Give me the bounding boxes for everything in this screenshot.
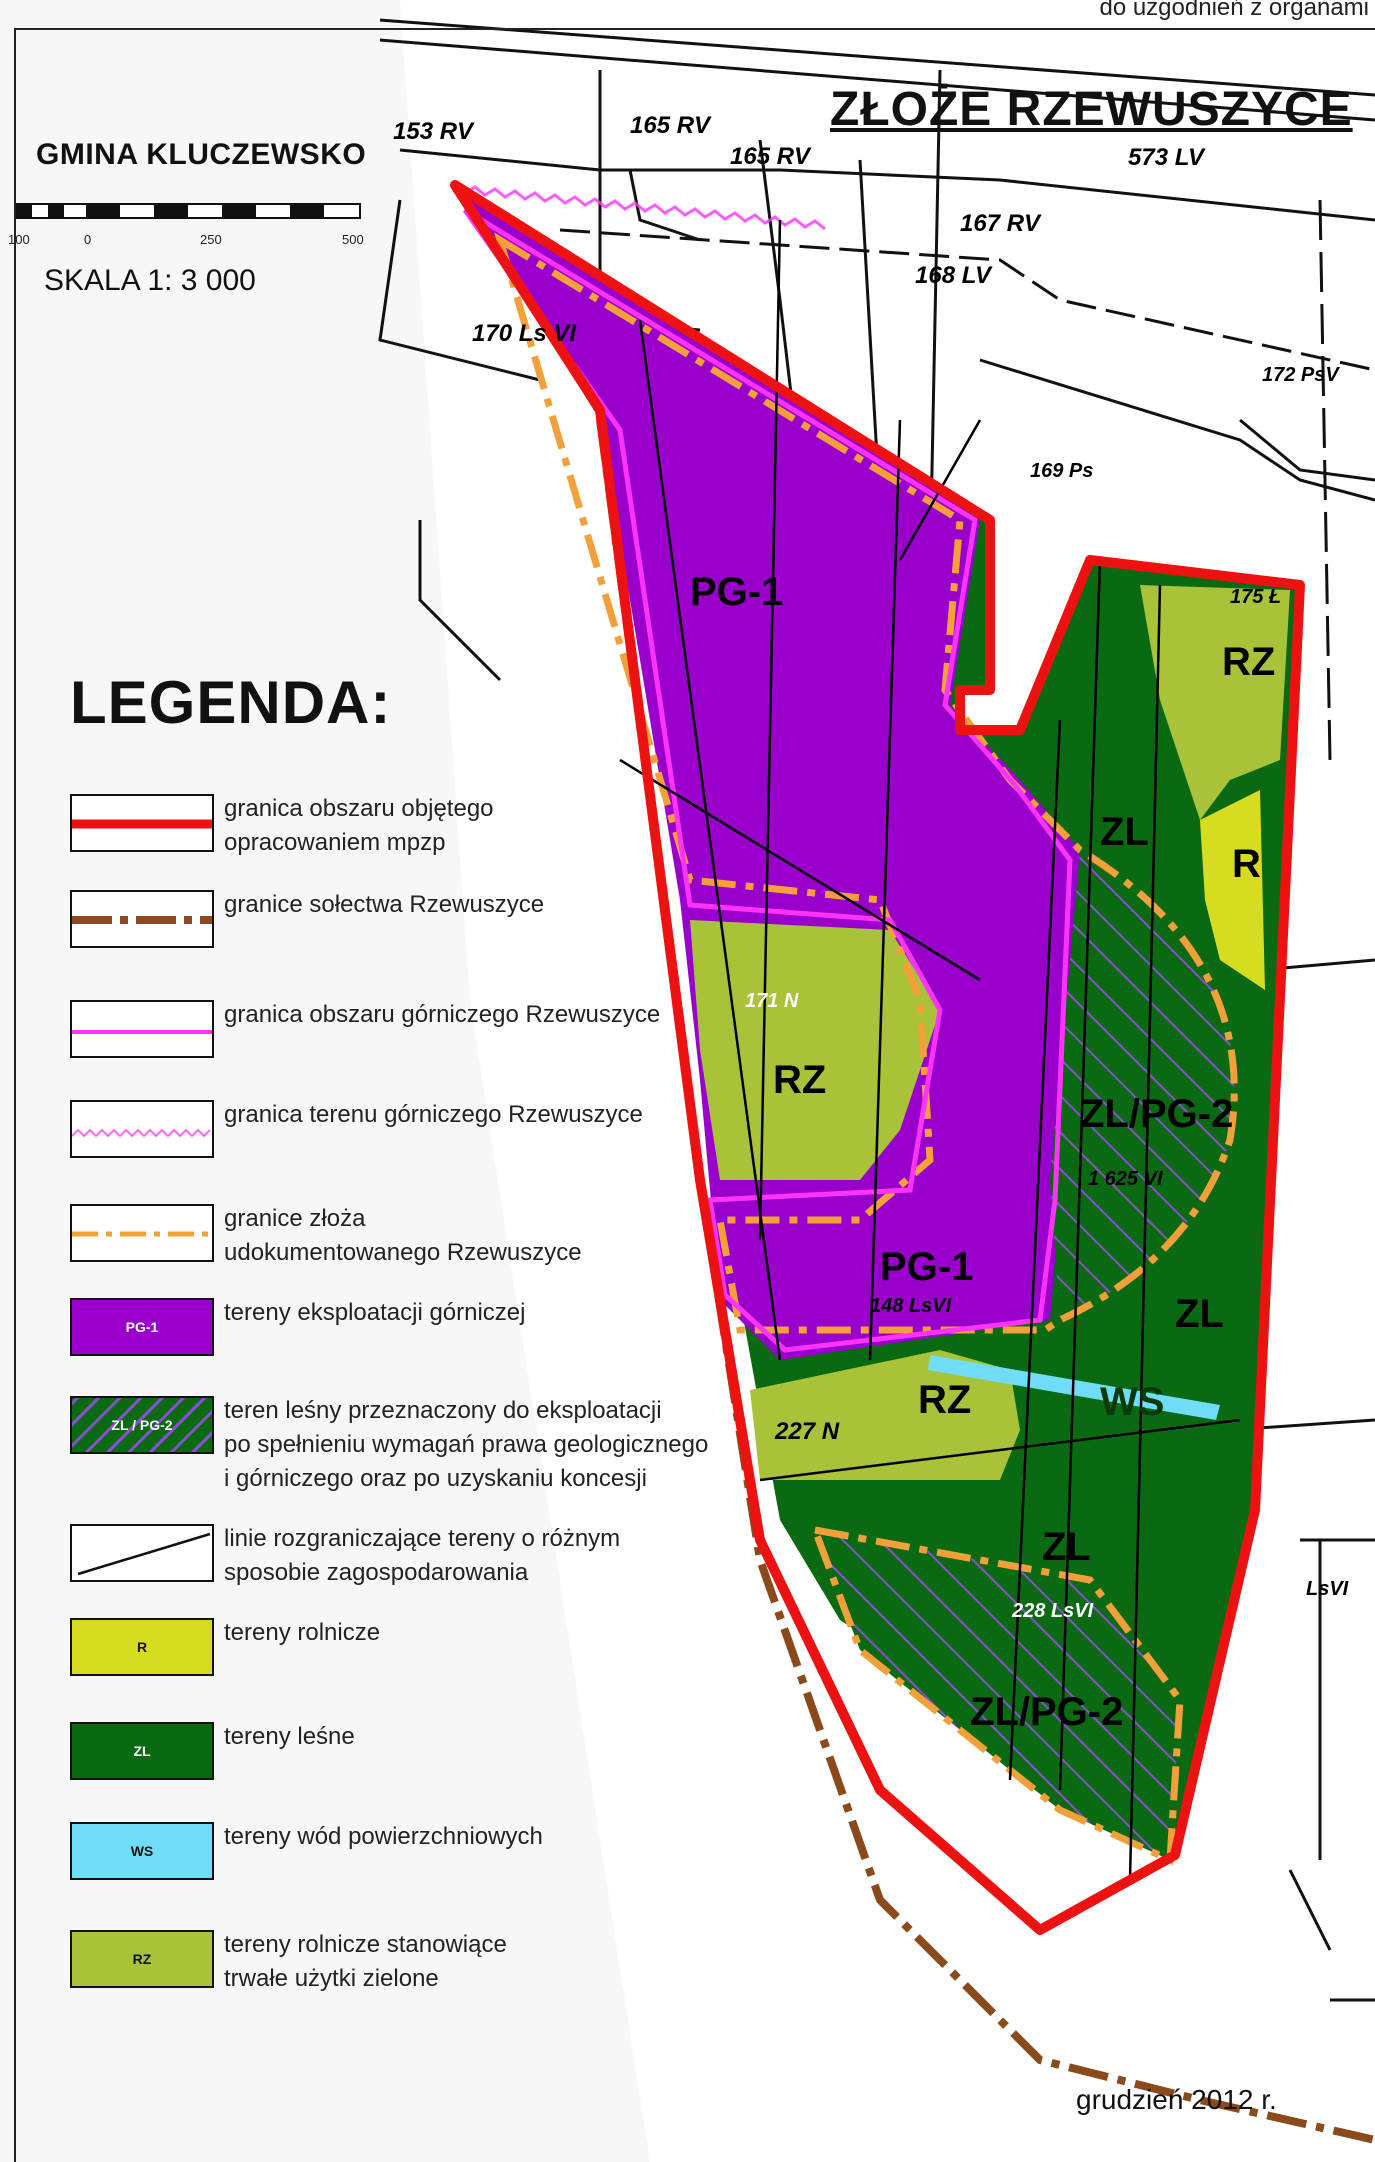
- label-zlpg2: ZL/PG-2: [970, 1690, 1124, 1734]
- legend-symbol: [70, 1100, 214, 1158]
- scale-bar: [15, 203, 361, 219]
- rz-east-area: [1140, 585, 1290, 820]
- legend-symbol: RZ: [70, 1930, 214, 1988]
- r-east-area: [1200, 790, 1265, 990]
- legend-text: tereny eksploatacji górniczej: [224, 1299, 526, 1326]
- legend-text: tereny wód powierzchniowych: [224, 1823, 543, 1850]
- mining-terrain-boundary: [454, 183, 826, 231]
- parcel-number: 168 LV: [915, 262, 992, 289]
- parcel-number: 228 LsVI: [1012, 1600, 1094, 1622]
- legend-symbol: [70, 890, 214, 948]
- legend-item-zlpg2: ZL / PG-2 teren leśny przeznaczony do ek…: [70, 1396, 730, 1492]
- parcel-number: 1 625 VI: [1088, 1168, 1163, 1190]
- label-rz-east: RZ: [1222, 640, 1276, 684]
- label-ws: WS: [1100, 1380, 1165, 1424]
- label-rz-south: RZ: [918, 1378, 972, 1422]
- label-zl: ZL: [1175, 1292, 1224, 1336]
- mining-area-boundary: [462, 207, 1073, 1353]
- parcel-number: 175 Ł: [1230, 586, 1282, 608]
- label-r-east: R: [1232, 842, 1261, 886]
- parcel-number: 165 RV: [630, 112, 711, 139]
- legend-symbol: R: [70, 1618, 214, 1676]
- parcel-number: LsVI: [1306, 1578, 1349, 1600]
- legend-item-mining-area: granica obszaru górniczego Rzewuszyce: [70, 1000, 730, 1090]
- label-zl: ZL: [1042, 1525, 1091, 1569]
- label-rz-center: RZ: [773, 1058, 827, 1102]
- legend-text: granica obszaru górniczego Rzewuszyce: [224, 1001, 661, 1028]
- legend-item-mining-terrain: granica terenu górniczego Rzewuszyce: [70, 1100, 730, 1190]
- legend-text: tereny rolnicze: [224, 1619, 381, 1646]
- legend-text: teren leśny przeznaczony do eksploatacji…: [224, 1397, 709, 1492]
- legend-symbol: WS: [70, 1822, 214, 1880]
- label-zlpg2: ZL/PG-2: [1080, 1092, 1234, 1136]
- parcel-number: 171 N: [745, 990, 799, 1012]
- legend-symbol: [70, 1204, 214, 1262]
- footer-date: grudzień 2012 r.: [1076, 2084, 1277, 2115]
- legend-symbol: [70, 1000, 214, 1058]
- legend-symbol: [70, 1524, 214, 1582]
- parcel-number: 167 RV: [960, 210, 1041, 237]
- map-frame: [14, 28, 1375, 2162]
- scale-tick-label: 0: [84, 232, 92, 247]
- zlpg2-south-area: [815, 1530, 1180, 1860]
- zlpg2-north-area: [1050, 850, 1235, 1320]
- legend-symbol: [70, 794, 214, 852]
- legend-title: LEGENDA:: [70, 669, 392, 736]
- deposit-title: ZŁOŻE RZEWUSZYCE: [830, 83, 1353, 136]
- parcel-number: 227 N: [775, 1418, 840, 1445]
- legend-item-ws: WS tereny wód powierzchniowych: [70, 1822, 730, 1912]
- legend-symbol: ZL: [70, 1722, 214, 1780]
- legend-item-pg1: PG-1 tereny eksploatacji górniczej: [70, 1298, 730, 1388]
- rz-south-area: [750, 1350, 1020, 1480]
- parcel-number: 169 Ps: [1030, 460, 1094, 482]
- legend-symbol: PG-1: [70, 1298, 214, 1356]
- scale-tick-label: 500: [342, 232, 364, 247]
- scale-tick-label: 100: [8, 232, 30, 247]
- parcel-number: 573 LV: [1128, 144, 1205, 171]
- legend-text: tereny leśne: [224, 1723, 355, 1750]
- legend-item-solectwo: granice sołectwa Rzewuszyce: [70, 890, 730, 980]
- legend-item-r: R tereny rolnicze: [70, 1618, 730, 1708]
- label-pg1-south: PG-1: [880, 1245, 974, 1289]
- plan-boundary: [450, 180, 1305, 1935]
- top-note: do uzgodnień z organami: [1099, 0, 1369, 21]
- parcel-number: 165 RV: [730, 143, 811, 170]
- legend-item-zl: ZL tereny leśne: [70, 1722, 730, 1812]
- parcel-number: 170 Ls VI: [472, 320, 577, 347]
- label-zl: ZL: [1100, 810, 1149, 854]
- scale-tick-label: 250: [200, 232, 222, 247]
- label-pg1-north: PG-1: [690, 570, 784, 614]
- legend-symbol: ZL / PG-2: [70, 1396, 214, 1454]
- scale-label: SKALA 1: 3 000: [44, 264, 256, 297]
- legend-text: granica terenu górniczego Rzewuszyce: [224, 1101, 643, 1128]
- parcel-number: 148 LsVI: [870, 1295, 952, 1317]
- parcel-number: 172 PsV: [1262, 364, 1339, 386]
- legend-text: granice sołectwa Rzewuszyce: [224, 891, 545, 918]
- municipality-title: GMINA KLUCZEWSKO: [36, 138, 367, 171]
- parcel-number: 153 RV: [393, 118, 474, 145]
